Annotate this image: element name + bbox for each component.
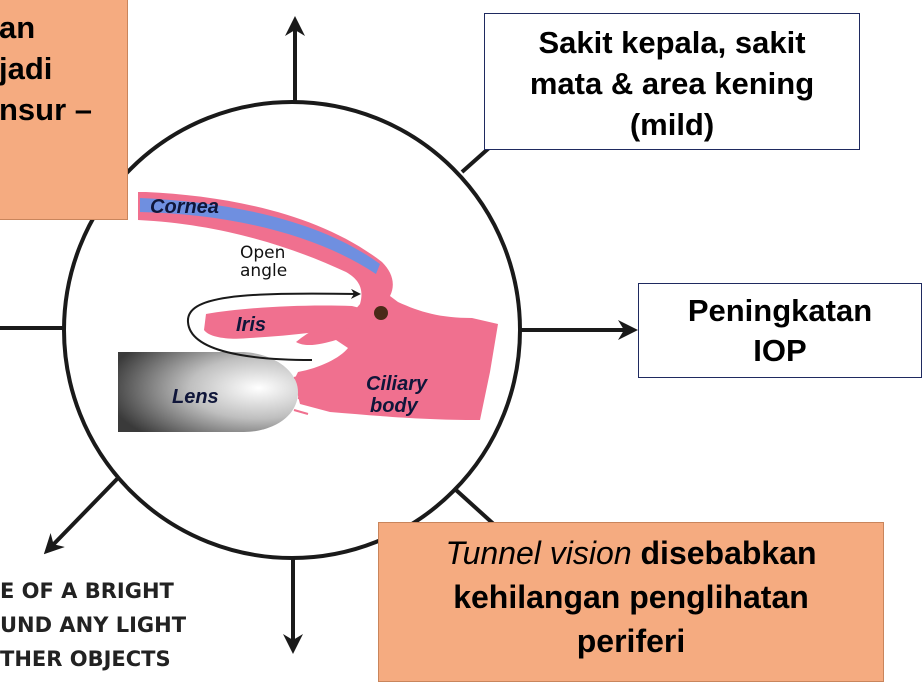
label-cornea: Cornea [150, 196, 219, 218]
zonules [293, 373, 313, 415]
label-ciliary-1: Ciliary [366, 373, 428, 395]
headache-line-3: (mild) [629, 107, 715, 142]
label-lens: Lens [172, 386, 219, 408]
iris-shape [204, 305, 376, 339]
headache-line-2: mata & area kening [529, 66, 815, 101]
label-iris: Iris [236, 314, 266, 336]
eye-diagram: Cornea Open angle Iris Lens Ciliary body [0, 16, 638, 654]
halo-line-1: E OF A BRIGHT [0, 579, 174, 603]
label-open-angle-1: Open [240, 243, 285, 263]
label-ciliary-2: body [370, 395, 419, 417]
halo-line-3: THER OBJECTS [0, 647, 171, 671]
tunnel-italic: Tunnel vision [445, 535, 632, 571]
tunnel-line-2: kehilangan penglihatan [453, 579, 809, 615]
tunnel-line-3: periferi [576, 623, 686, 659]
symptom-box-iop: Peningkatan IOP [638, 283, 922, 378]
flow-arrow [186, 288, 361, 361]
iop-line-2: IOP [753, 333, 807, 368]
line-down-right [454, 488, 500, 530]
iop-line-1: Peningkatan [687, 293, 873, 328]
headache-line-1: Sakit kepala, sakit [538, 25, 806, 60]
tunnel-line-1: Tunnel vision disebabkan [379, 531, 883, 575]
label-open-angle-2: angle [240, 261, 287, 281]
lens-shape [118, 352, 298, 432]
arrow-down-left [43, 476, 120, 555]
tunnel-rest: disebabkan [640, 535, 817, 571]
topleft-line-2: jadi [0, 51, 53, 86]
cornea-stripe [140, 198, 380, 274]
topleft-line-1: an [0, 10, 36, 45]
halo-line-2: UND ANY LIGHT [0, 613, 187, 637]
symptom-box-tunnel-vision: Tunnel vision disebabkan kehilangan peng… [378, 522, 884, 682]
trabecular-spot [374, 306, 388, 320]
tissue-shape [138, 192, 498, 420]
topleft-line-3: nsur – [0, 92, 93, 127]
halo-caption: E OF A BRIGHT UND ANY LIGHT THER OBJECTS [0, 574, 240, 676]
symptom-box-top-left: an jadi nsur – [0, 0, 128, 220]
symptom-box-headache: Sakit kepala, sakit mata & area kening (… [484, 13, 860, 150]
